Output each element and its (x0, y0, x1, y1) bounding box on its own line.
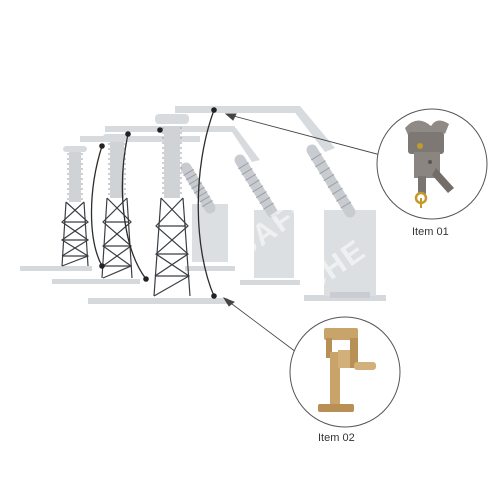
grounding-lead-3 (197, 109, 215, 297)
tank-3 (324, 210, 376, 296)
clamp-dot (157, 127, 163, 133)
shed-ridge (323, 173, 335, 182)
shed-ridge (327, 180, 339, 189)
overhead-clamp-icon (405, 120, 454, 208)
callout-line-item02 (223, 297, 305, 359)
ground-clamp-icon (318, 328, 376, 412)
callout-circle-item02 (289, 316, 401, 428)
grounding-lead-1 (90, 145, 103, 267)
callout-line-item01 (225, 113, 393, 159)
shed-ridge (340, 201, 352, 209)
tank-2 (254, 210, 294, 278)
busbar-2-drop (228, 126, 260, 162)
shed-ridge (310, 153, 322, 161)
inclined-bushings (180, 144, 356, 218)
shed-ridge (248, 179, 260, 187)
shed-ridge (315, 160, 326, 168)
bushing-incline-1 (180, 162, 216, 214)
base-slab-3 (88, 298, 228, 304)
base-slab-2 (52, 279, 140, 284)
item-02-label: Item 02 (318, 432, 355, 444)
bushing-incline-2 (234, 154, 278, 218)
grounding-leads (90, 109, 215, 297)
clamp-dot (99, 263, 105, 269)
base-slab-1 (20, 266, 92, 271)
busbar-1 (80, 136, 200, 142)
arrowhead-item02 (222, 297, 235, 307)
insulator-column-3 (164, 126, 180, 198)
clamp-dot (211, 107, 217, 113)
shed-ridge (185, 173, 197, 181)
clamp-dot (125, 131, 131, 137)
shed-ridge (245, 173, 257, 181)
shed-ridge (263, 202, 274, 210)
insulator-cap-1 (63, 146, 87, 152)
busbar-3-drop (290, 106, 335, 152)
shed-ridge (252, 185, 264, 193)
insulator-columns (63, 114, 189, 202)
base-slab-4 (185, 266, 235, 271)
callout-item02 (289, 316, 401, 428)
lattice-tower-3 (153, 197, 191, 297)
clamp-dot (143, 276, 149, 282)
tank-3-foot (330, 292, 370, 298)
shed-ridge (191, 182, 203, 190)
insulator-column-1 (69, 152, 81, 202)
shed-ridge (259, 196, 271, 205)
item-01-label: Item 01 (412, 226, 449, 238)
arrowhead-item01 (224, 113, 237, 121)
shed-ridge (331, 187, 343, 195)
busbar-3 (175, 106, 295, 113)
insulator-cap-2 (103, 134, 131, 142)
shed-ridge (241, 167, 253, 176)
lattice-towers (60, 197, 191, 297)
clamp-dot (99, 143, 105, 149)
shed-ridge (188, 177, 200, 185)
shed-ridge (199, 195, 211, 203)
shed-ridge (183, 168, 195, 176)
shed-ridge (255, 191, 267, 199)
clamp-dot (211, 293, 217, 299)
callout-item01 (376, 108, 488, 220)
insulator-column-2 (110, 142, 124, 198)
clamp-dots (99, 107, 217, 299)
shed-ridge (319, 167, 331, 175)
callout-arrows (222, 113, 393, 359)
shed-ridge (201, 200, 213, 208)
shed-ridge (336, 194, 347, 202)
base-slab-5 (240, 280, 300, 285)
shed-ridge (238, 162, 249, 170)
grounding-lead-2 (121, 133, 147, 280)
shed-ridge (193, 186, 205, 194)
lattice-tower-1 (60, 201, 90, 267)
bushing-incline-3 (306, 144, 356, 218)
insulator-cap-3 (155, 114, 189, 124)
